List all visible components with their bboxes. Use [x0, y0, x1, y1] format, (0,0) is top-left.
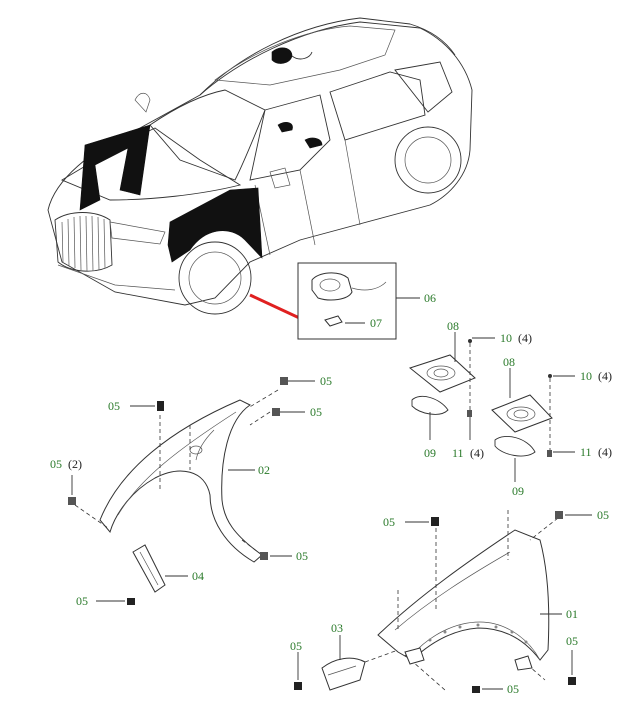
screws-left: [68, 377, 315, 605]
callout-07: 07: [370, 316, 382, 330]
qty-11b: (4): [598, 445, 612, 459]
callout-05i: 05: [566, 634, 578, 648]
callout-05b: 05: [310, 405, 322, 419]
bracket-04: [132, 544, 188, 593]
car-outline-icon: [47, 17, 473, 315]
callout-08b: 08: [503, 355, 515, 369]
bracket-03: [321, 635, 399, 691]
qty-10b: (4): [598, 369, 612, 383]
callout-10b: 10: [580, 369, 592, 383]
callout-09a: 09: [424, 446, 436, 460]
qty-11a: (4): [470, 446, 484, 460]
seal-group-b: [491, 368, 575, 482]
callout-05j: 05: [507, 682, 519, 696]
callout-10a: 10: [500, 331, 512, 345]
callout-11a: 11: [452, 446, 464, 460]
callout-04: 04: [192, 569, 204, 583]
callout-11b: 11: [580, 445, 592, 459]
fuel-door-detail-box: [297, 262, 420, 340]
callout-02: 02: [258, 463, 270, 477]
callout-05g: 05: [383, 515, 395, 529]
callout-05h: 05: [597, 508, 609, 522]
callout-03: 03: [331, 621, 343, 635]
fender-liner-02: [74, 389, 279, 563]
callout-08a: 08: [447, 319, 459, 333]
mount-bracket: [404, 647, 533, 671]
qty-10a: (4): [518, 331, 532, 345]
callout-05a: 05: [320, 374, 332, 388]
callout-05f: 05: [76, 594, 88, 608]
callout-09b: 09: [512, 484, 524, 498]
screws-right: [294, 511, 592, 693]
callout-05d: 05: [50, 457, 62, 471]
qty-05: (2): [68, 457, 82, 471]
callout-05e: 05: [296, 549, 308, 563]
callout-01: 01: [566, 607, 578, 621]
seal-group-a: [408, 332, 495, 440]
callout-05k: 05: [290, 639, 302, 653]
callout-06: 06: [424, 291, 436, 305]
callout-05c: 05: [108, 399, 120, 413]
fender-01: [377, 510, 562, 661]
